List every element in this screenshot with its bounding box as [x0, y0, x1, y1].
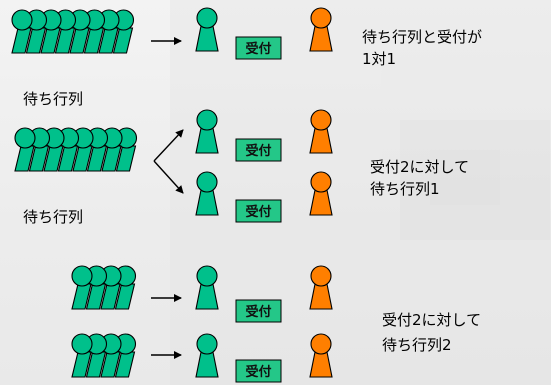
scenario-2-caption-line-2: 待ち行列1 [370, 180, 440, 198]
queued-person-4 [54, 9, 77, 54]
queued-person-8 [115, 127, 138, 172]
scenario-2-desk-2: 受付 [235, 199, 282, 223]
queued-person-5 [72, 127, 94, 172]
staff-person [309, 333, 333, 378]
queued-person-1 [71, 333, 93, 378]
scenario-3-queue-2 [71, 333, 137, 378]
scenario-1-queue-label: 待ち行列 [23, 90, 83, 108]
queued-person-4 [114, 265, 137, 310]
background-photo [170, 0, 551, 385]
queued-person-4 [57, 127, 80, 172]
scenario-2-desk-1: 受付 [235, 138, 282, 162]
scenario-2-arrow-up [153, 129, 184, 162]
scenario-3-caption-line-2: 待ち行列2 [382, 336, 452, 354]
queued-person-7 [101, 127, 123, 172]
desk-label: 受付 [245, 143, 271, 159]
scenario-2-staff-1 [309, 109, 333, 154]
scenario-3-staff-1 [309, 265, 333, 310]
customer-at-desk [195, 171, 219, 216]
desk-label: 受付 [245, 41, 271, 57]
scenario-3-desk-clerk-2 [195, 333, 219, 378]
scenario-3-caption-line-1: 受付2に対して [382, 311, 481, 329]
customer-at-desk [195, 109, 219, 154]
scenario-2-staff-2 [309, 171, 333, 216]
staff-person [309, 109, 333, 154]
scenario-2-desk-clerk-1 [195, 109, 219, 154]
queued-person-4 [114, 333, 137, 378]
customer-at-desk [195, 265, 219, 310]
scenario-1-desk: 受付 [235, 36, 282, 60]
scenario-3-desk-2: 受付 [235, 359, 282, 383]
scenario-1-queue [11, 9, 135, 54]
desk-label: 受付 [245, 204, 271, 220]
queued-person-3 [43, 127, 65, 172]
scenario-1-desk-clerk [195, 7, 219, 52]
scenario-3-queue-1 [71, 265, 137, 310]
scenario-1-staff [309, 7, 333, 52]
queued-person-2 [28, 127, 51, 172]
queued-person-7 [98, 9, 120, 54]
scenario-3-staff-2 [309, 333, 333, 378]
scenario-1-caption-line-1: 待ち行列と受付が [362, 28, 482, 46]
customer-at-desk [195, 333, 219, 378]
scenario-2-caption-line-1: 受付2に対して [370, 158, 469, 176]
scenario-2-arrow-down [153, 160, 184, 194]
scenario-2-queue [14, 127, 138, 172]
scenario-2-desk-clerk-2 [195, 171, 219, 216]
queued-person-1 [71, 265, 93, 310]
desk-label: 受付 [245, 364, 271, 380]
scenario-2-queue-label: 待ち行列 [23, 208, 83, 226]
queued-person-2 [25, 9, 48, 54]
queued-person-3 [100, 333, 122, 378]
queued-person-3 [40, 9, 62, 54]
queued-person-6 [83, 9, 106, 54]
desk-label: 受付 [245, 304, 271, 320]
queued-person-1 [11, 9, 33, 54]
scenario-3-desk-clerk-1 [195, 265, 219, 310]
queued-person-3 [100, 265, 122, 310]
queued-person-1 [14, 127, 36, 172]
staff-person [309, 265, 333, 310]
queued-person-6 [86, 127, 109, 172]
scenario-1-caption-line-2: 1対1 [362, 50, 396, 68]
customer-at-desk [195, 7, 219, 52]
staff-person [309, 171, 333, 216]
staff-person [309, 7, 333, 52]
scenario-3-desk-1: 受付 [235, 299, 282, 323]
